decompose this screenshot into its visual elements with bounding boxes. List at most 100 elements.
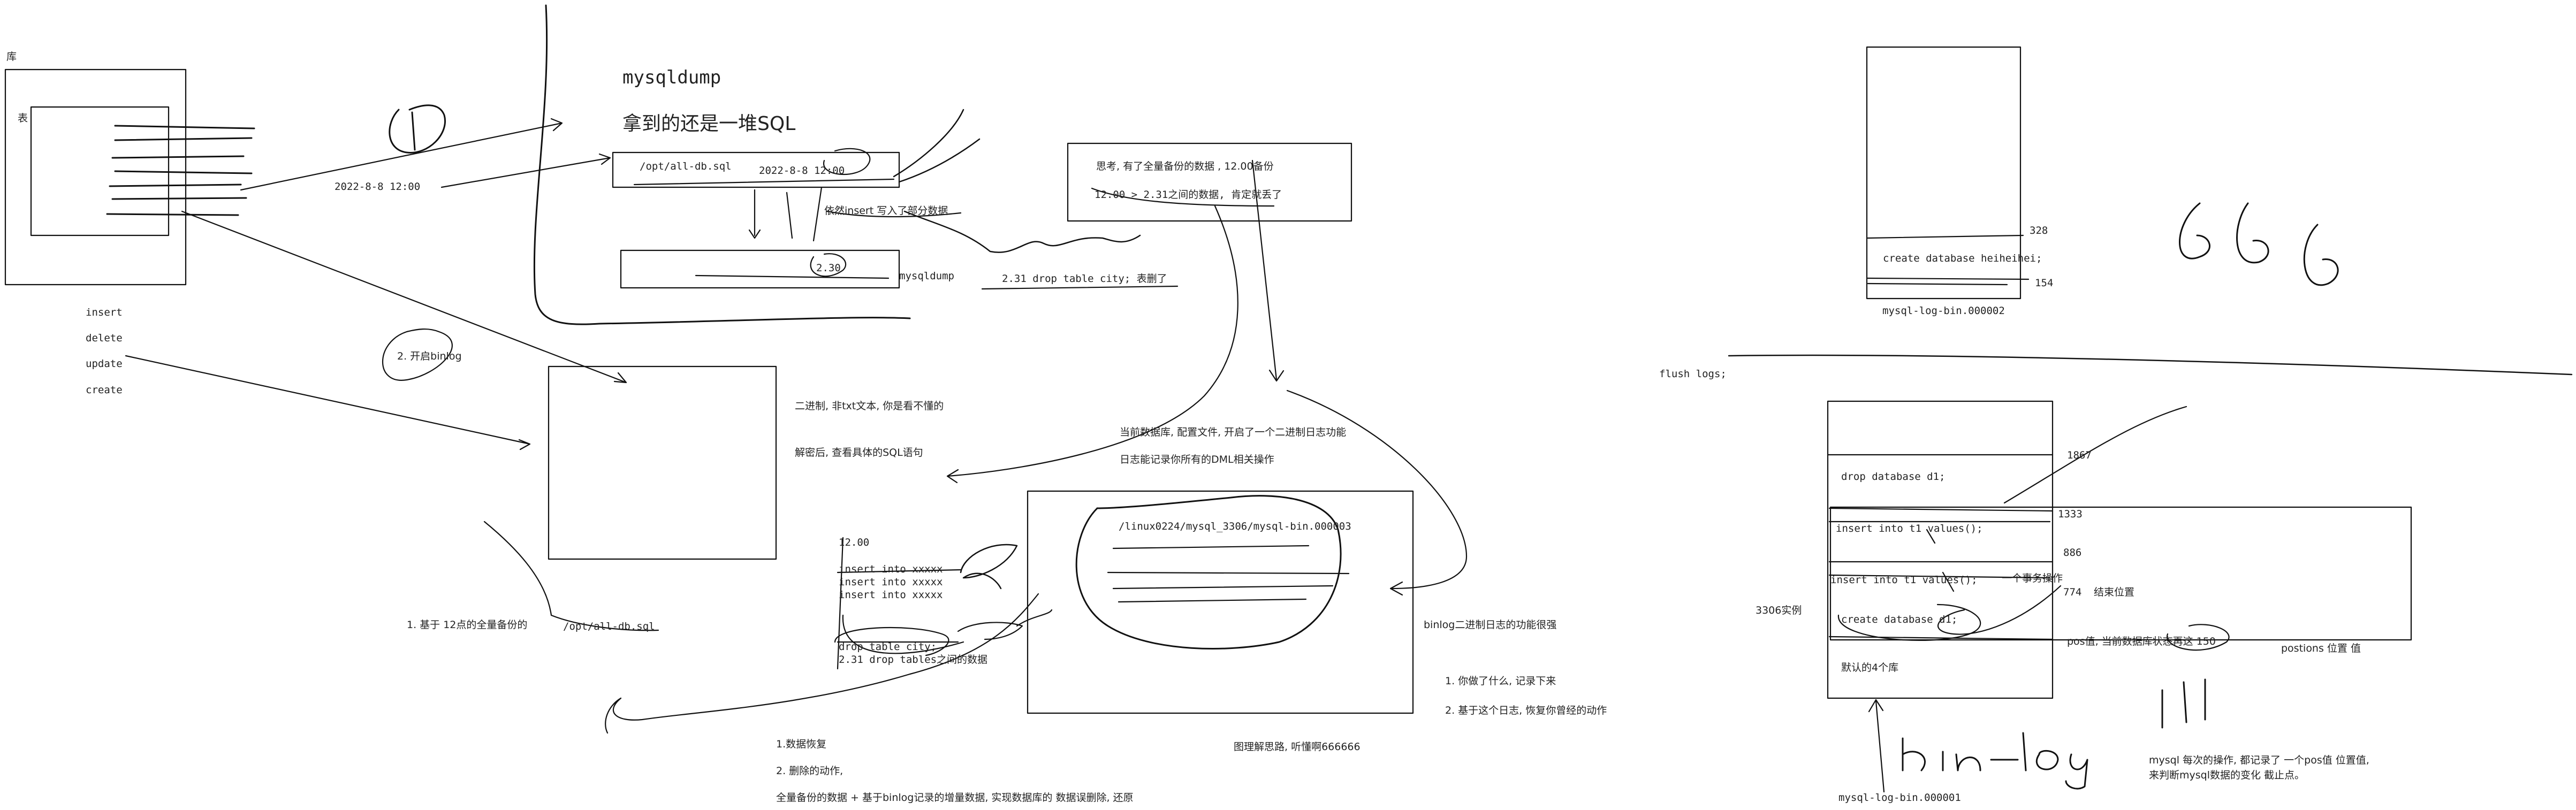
arrow-think-to-desc	[946, 205, 1238, 484]
one-transaction: 一个事务操作	[2002, 572, 2063, 584]
big-bracket-line	[533, 4, 911, 325]
drop-underline	[981, 285, 1179, 290]
long-curve-left	[605, 593, 1039, 734]
binlog-func-p1: 1. 你做了什么, 记录下来	[1445, 675, 1556, 687]
log-dml-desc: 日志能记录你所有的DML相关操作	[1120, 454, 1274, 465]
insert-2: insert into t1 values();	[1830, 574, 1978, 586]
partial-underline	[826, 210, 962, 218]
binary-desc: 二进制, 非txt文本, 你是看不懂的	[795, 400, 944, 412]
backup-path-label: /opt/all-db.sql	[563, 621, 655, 632]
log-file-box-2	[1866, 46, 2022, 300]
binlog-func-title: binlog二进制日志的功能很强	[1424, 619, 1557, 631]
label-ku: 库	[6, 51, 17, 63]
mysql-note-2: 来判断mysql数据的变化 截止点。	[2149, 769, 2305, 781]
op-create: create	[86, 384, 123, 396]
decode-desc: 解密后, 查看具体的SQL语句	[795, 447, 923, 459]
sql-file-box	[612, 151, 900, 188]
flush-divider	[1728, 354, 2573, 376]
table-box	[30, 106, 170, 236]
insert-curve	[1937, 585, 2062, 635]
circle-1200	[823, 148, 871, 175]
backup-box	[620, 249, 900, 289]
date-label-1: 2022-8-8 12:00	[335, 181, 421, 193]
binlog-box	[548, 365, 777, 560]
insert-1: insert into t1 values();	[1836, 523, 1983, 534]
log-file-2-name: mysql-log-bin.000002	[1882, 305, 2005, 317]
pos-886: 886	[2063, 547, 2082, 559]
arrow-to-file	[440, 153, 611, 188]
arrow-to-binlog-box	[181, 210, 627, 384]
handwriting-ll	[2161, 678, 2206, 729]
squiggle	[903, 210, 1141, 253]
label-biao: 表	[18, 112, 28, 124]
arrow-up	[1868, 699, 1885, 793]
sql-list-bracket	[837, 537, 844, 670]
sql-list-lines	[837, 569, 964, 654]
db-box	[4, 68, 187, 286]
current-db-desc: 当前数据库, 配置文件, 开启了一个二进制日志功能	[1120, 426, 1347, 438]
positions-box	[1829, 506, 2412, 641]
table-scribbles	[106, 125, 255, 216]
insert-tick	[1926, 529, 1955, 592]
op-update: update	[86, 358, 123, 370]
full-incremental-label: 全量备份的数据 + 基于binlog记录的增量数据, 实现数据库的 数据误删除,…	[776, 792, 1134, 804]
binlog-func-p2: 2. 基于这个日志, 恢复你曾经的动作	[1445, 705, 1607, 716]
pos-circle	[2166, 624, 2230, 651]
circle-two	[382, 328, 453, 381]
partial-write-label: 依然insert 写入了部分数据	[824, 205, 948, 217]
binlog-scribble-big	[1075, 495, 1342, 649]
arrow-right-curve	[1286, 389, 1468, 596]
end-position: 结束位置	[2094, 586, 2135, 598]
handwriting-binlog	[1902, 732, 2088, 790]
pos-154: 154	[2035, 277, 2054, 289]
mysqldump-title: mysqldump	[622, 67, 721, 88]
binlog-lines	[1107, 545, 1350, 603]
delete-label: 2. 删除的动作,	[776, 765, 844, 777]
sql-insert-2: insert into xxxxx	[839, 576, 943, 588]
think-line-2: 12.00 > 2.31之间的数据, 肯定就丢了	[1095, 189, 1282, 201]
diagonal-line	[2003, 406, 2187, 504]
drop-db-d1: drop database d1;	[1841, 471, 1946, 483]
log-file-box-1	[1827, 400, 2054, 699]
pos-1867: 1867	[2067, 449, 2092, 461]
mysql-note-1: mysql 每次的操作, 都记录了 一个pos值 位置值,	[2149, 754, 2369, 766]
box2-lines	[1866, 234, 2030, 286]
op-delete: delete	[86, 332, 123, 344]
mysqldump-label: mysqldump	[899, 270, 954, 282]
enable-binlog-label: 2. 开启binlog	[397, 350, 462, 362]
pos-774: 774	[2063, 586, 2082, 598]
op-insert: insert	[86, 307, 123, 318]
sql-insert-1: insert into xxxxx	[839, 563, 943, 575]
think-box	[1067, 142, 1352, 222]
backup-box-scribble	[695, 253, 890, 279]
pos-value-note: pos值, 当前数据库状态再这 150	[2067, 636, 2216, 647]
think-underline	[1091, 187, 1275, 207]
sql-drop: drop table city;	[839, 641, 937, 653]
arrow-update-to-box	[125, 355, 531, 450]
create-circle	[1837, 603, 1981, 641]
sql-file-label: /opt/all-db.sql	[640, 161, 732, 172]
mysqldump-subtitle: 拿到的还是一堆SQL	[622, 113, 796, 135]
flush-logs: flush logs;	[1659, 368, 1727, 380]
arrows-down	[748, 186, 823, 242]
arrow-think-down	[1251, 159, 1285, 382]
think-line-1: 思考, 有了全量备份的数据 , 12.00备份	[1096, 161, 1274, 172]
sql-time: 12.00	[839, 537, 870, 548]
binlog-file-path: /linux0224/mysql_3306/mysql-bin.000003	[1119, 521, 1351, 532]
time-230: 2.30	[816, 262, 841, 274]
pos-1333: 1333	[2058, 508, 2083, 520]
handwriting-666	[2179, 202, 2339, 286]
date-label-2: 2022-8-8 12:00	[759, 165, 845, 177]
handwritten-one	[389, 104, 446, 154]
create-db-heiheihei: create database heiheihei;	[1883, 253, 2042, 264]
positions-label: postions 位置 值	[2281, 643, 2361, 654]
sql-between: 2.31 drop tables之间的数据	[839, 654, 988, 666]
small-squiggles	[957, 609, 1053, 640]
log-file-1-name: mysql-log-bin.000001	[1838, 792, 1961, 804]
box1-lines	[1827, 454, 2054, 640]
default-dbs: 默认的4个库	[1841, 662, 1899, 674]
drop-circle	[834, 626, 949, 656]
file-scribble	[893, 109, 981, 183]
file-box-underline	[633, 178, 895, 186]
